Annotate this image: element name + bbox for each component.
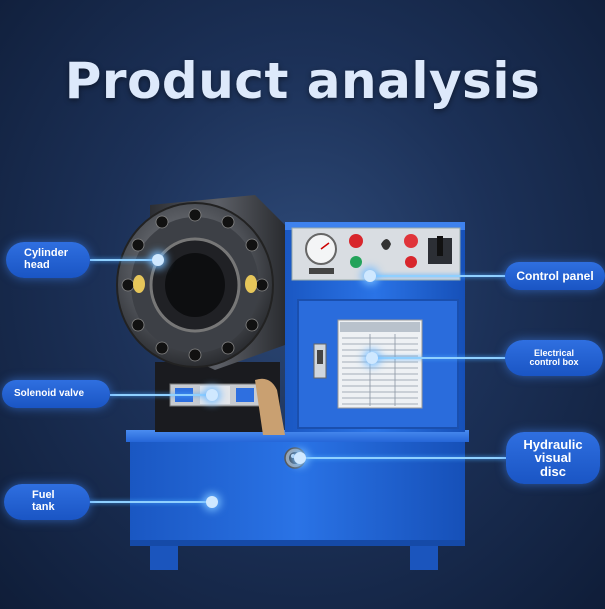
label-electrical-control-box-text: Electrical control box — [529, 347, 579, 367]
label-fuel-tank-text: Fuel tank — [32, 489, 55, 513]
callout-dot-control-panel — [364, 270, 376, 282]
callout-dot-cylinder-head — [152, 254, 164, 266]
pressure-gauge-icon — [305, 233, 337, 274]
label-cylinder-head: Cylinder head — [6, 242, 90, 278]
callout-dot-hydraulic-visual-disc — [294, 452, 306, 464]
label-solenoid-valve-text: Solenoid valve — [14, 387, 85, 399]
rotary-switch-icon — [428, 236, 452, 264]
wiring-diagram-sheet — [337, 319, 423, 409]
fuel-tank-lid — [126, 430, 469, 442]
callout-dot-electrical-control-box — [366, 352, 378, 364]
label-fuel-tank: Fuel tank — [4, 484, 90, 520]
cylinder-head-icon — [116, 202, 274, 368]
hose-fitting — [255, 378, 285, 435]
callout-line-cylinder-head — [90, 259, 158, 261]
callout-line-hydraulic-visual-disc — [300, 457, 506, 459]
label-electrical-control-box: Electrical control box — [505, 340, 603, 376]
callout-line-control-panel — [370, 275, 508, 277]
label-control-panel-text: Control panel — [516, 268, 594, 283]
page-title: Product analysis — [64, 52, 541, 110]
callout-line-fuel-tank — [88, 501, 212, 503]
label-hydraulic-visual-disc-text: Hydraulic visual disc — [523, 436, 583, 479]
label-solenoid-valve: Solenoid valve — [2, 380, 110, 408]
oil-level-gauge-icon — [313, 343, 327, 379]
callout-line-electrical-control-box — [372, 357, 506, 359]
callout-line-solenoid-valve — [110, 394, 212, 396]
callout-dot-fuel-tank — [206, 496, 218, 508]
label-control-panel: Control panel — [505, 262, 605, 290]
label-cylinder-head-text: Cylinder head — [24, 247, 69, 271]
callout-dot-solenoid-valve — [206, 389, 218, 401]
push-button-icon — [349, 234, 418, 268]
label-hydraulic-visual-disc: Hydraulic visual disc — [506, 432, 600, 484]
